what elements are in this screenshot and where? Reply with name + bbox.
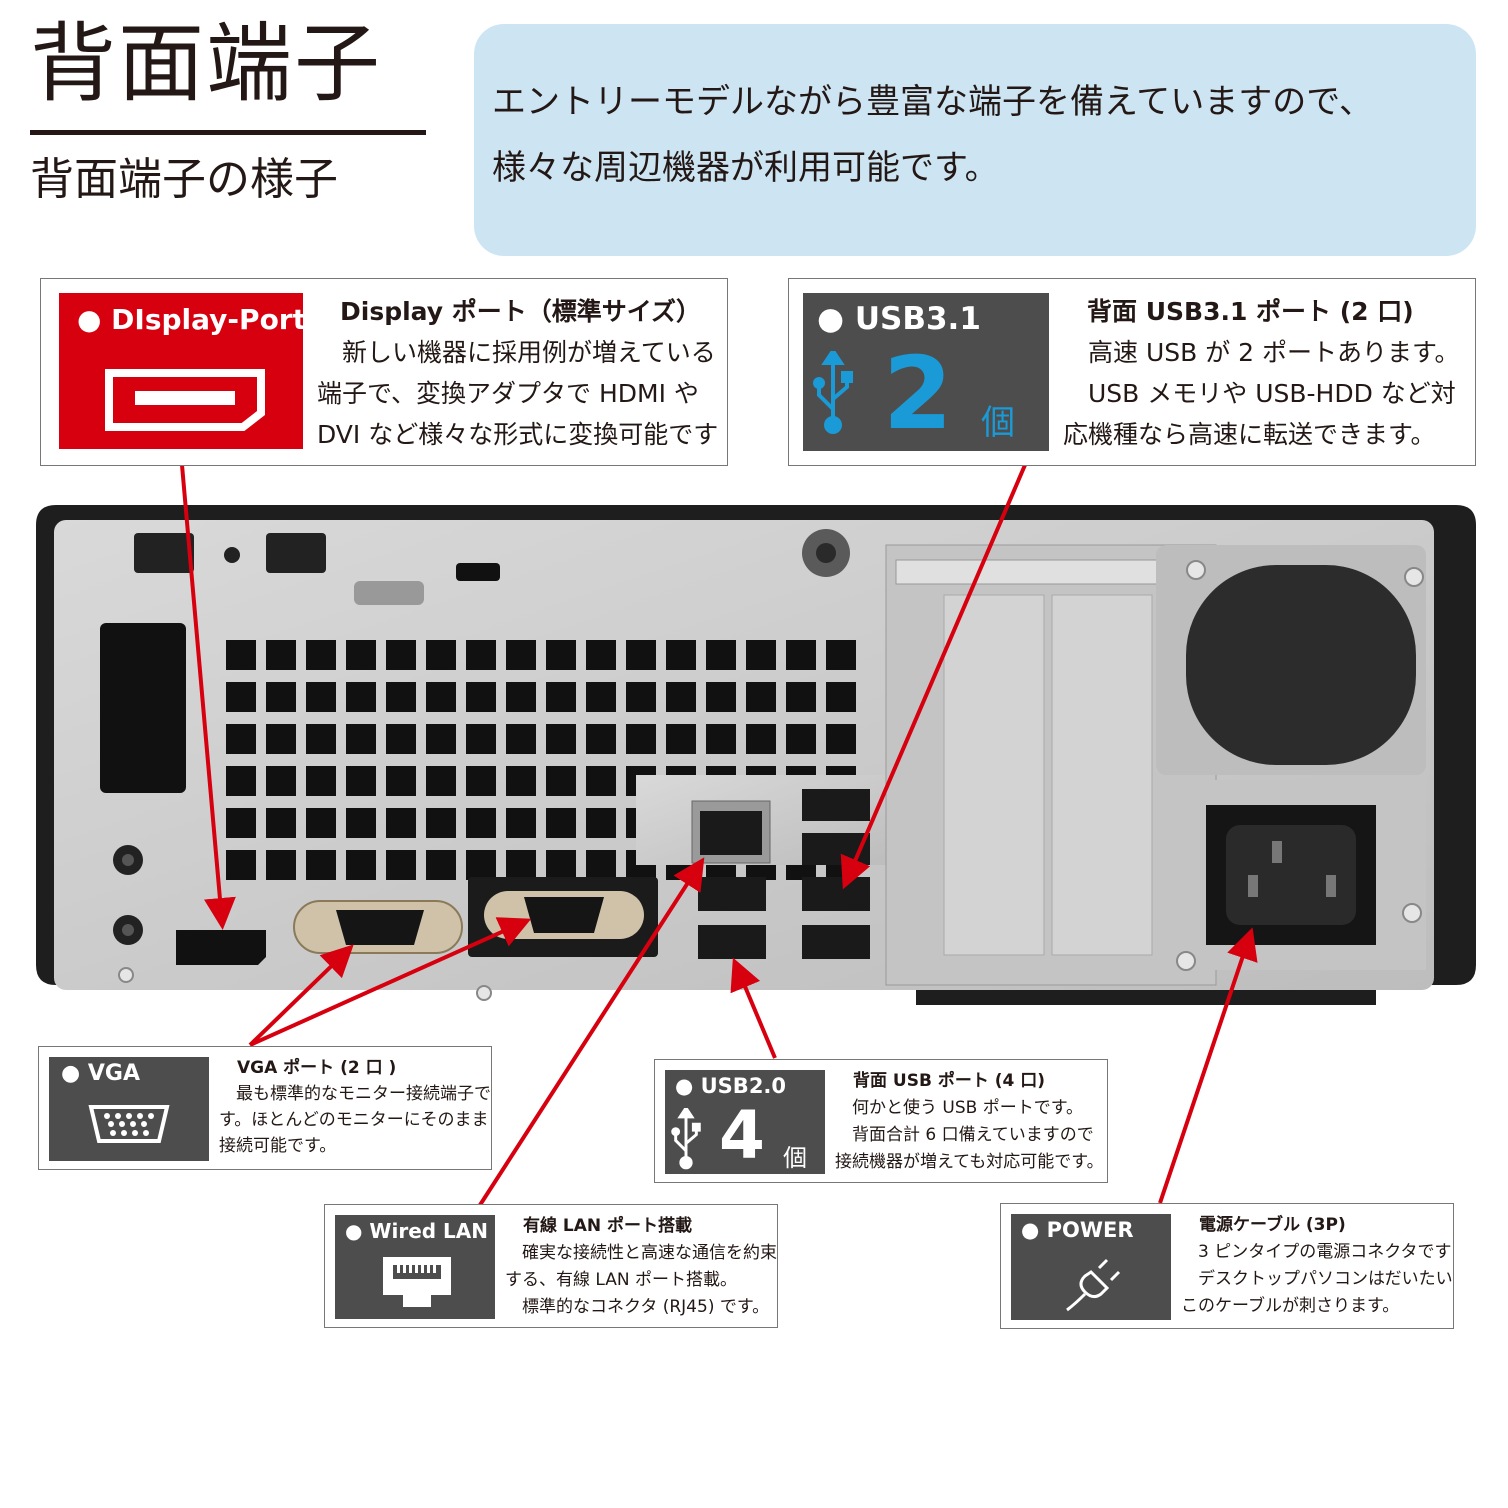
usb31-unit: 個 xyxy=(981,403,1015,443)
arrow-lan xyxy=(478,857,705,1207)
intro-banner: エントリーモデルながら豊富な端子を備えていますので、 様々な周辺機器が利用可能で… xyxy=(474,24,1476,256)
displayport-badge-label: ● DIsplay-Port xyxy=(77,303,307,336)
arrow-vga-1 xyxy=(248,944,354,1047)
lan-description: 有線 LAN ポート搭載 確実な接続性と高速な通信を約束 する、有線 LAN ポ… xyxy=(505,1213,777,1321)
arrow-usb31 xyxy=(840,464,1027,890)
usb-icon xyxy=(813,351,853,434)
callout-usb31: ● USB3.1 2 個 背面 USB3.1 ポート (2 口) 高速 USB … xyxy=(788,278,1476,466)
vga-line-1: 最も標準的なモニター接続端子で xyxy=(219,1084,491,1104)
lan-badge-label: ● Wired LAN xyxy=(345,1219,488,1243)
vga-description: VGA ポート (2 口 ) 最も標準的なモニター接続端子で す。ほとんどのモニ… xyxy=(219,1055,491,1159)
arrow-displayport xyxy=(180,464,236,930)
displayport-line-3: DVI など様々な形式に変換可能です xyxy=(317,420,719,449)
intro-line-1: エントリーモデルながら豊富な端子を備えていますので、 xyxy=(492,82,1373,122)
usb20-badge-label: ● USB2.0 xyxy=(675,1074,787,1098)
arrow-vga-2 xyxy=(249,917,532,1047)
power-line-1: 3 ピンタイプの電源コネクタです xyxy=(1181,1242,1452,1262)
usb20-unit: 個 xyxy=(783,1144,807,1172)
usb20-line-2: 背面合計 6 口備えていますので xyxy=(835,1125,1094,1145)
usb20-heading: 背面 USB ポート (4 口) xyxy=(853,1071,1046,1091)
lan-line-1: 確実な接続性と高速な通信を約束 xyxy=(505,1243,777,1263)
usb31-line-2: USB メモリや USB-HDD など対 xyxy=(1063,379,1456,408)
usb31-line-3: 応機種なら高速に転送できます。 xyxy=(1063,420,1436,449)
ethernet-icon xyxy=(383,1257,451,1307)
intro-line-2: 様々な周辺機器が利用可能です。 xyxy=(492,148,999,188)
lan-line-3: 標準的なコネクタ (RJ45) です。 xyxy=(505,1297,770,1317)
usb20-line-3: 接続機器が増えても対応可能です。 xyxy=(835,1152,1104,1172)
usb31-count: 2 xyxy=(883,335,953,452)
page-subtitle: 背面端子の様子 xyxy=(30,154,338,205)
callout-lan: ● Wired LAN 有線 LAN ポート搭載 確実な接続性と高速な通信を約束… xyxy=(324,1204,778,1328)
usb20-count: 4 xyxy=(719,1097,765,1174)
callout-vga: ● VGA VGA ポート (2 口 ) 最も標準的なモニター接続端子で す。ほ… xyxy=(38,1046,492,1170)
displayport-heading: Display ポート（標準サイズ） xyxy=(340,297,702,326)
page-title: 背面端子 xyxy=(30,14,382,114)
displayport-icon xyxy=(105,369,265,431)
power-plug-icon xyxy=(1066,1258,1121,1312)
lan-line-2: する、有線 LAN ポート搭載。 xyxy=(505,1270,738,1290)
usb31-badge: ● USB3.1 2 個 xyxy=(803,293,1049,451)
pc-rear-panel xyxy=(36,505,1476,1005)
power-description: 電源ケーブル (3P) 3 ピンタイプの電源コネクタです デスクトップパソコンは… xyxy=(1181,1212,1453,1320)
usb20-badge: ● USB2.0 4 個 xyxy=(665,1070,825,1174)
lan-badge: ● Wired LAN xyxy=(335,1215,495,1319)
power-badge-label: ● POWER xyxy=(1021,1218,1134,1242)
displayport-badge: ● DIsplay-Port xyxy=(59,293,307,449)
title-underline xyxy=(30,130,426,135)
power-line-2: デスクトップパソコンはだいたい xyxy=(1181,1269,1453,1289)
power-line-3: このケーブルが刺さります。 xyxy=(1181,1296,1400,1316)
usb20-line-1: 何かと使う USB ポートです。 xyxy=(835,1098,1084,1118)
usb31-line-1: 高速 USB が 2 ポートあります。 xyxy=(1063,338,1460,367)
displayport-line-1: 新しい機器に採用例が増えている xyxy=(317,338,716,367)
vga-line-2: す。ほとんどのモニターにそのまま xyxy=(219,1110,489,1130)
usb31-badge-label: ● USB3.1 xyxy=(817,301,981,337)
arrow-usb20 xyxy=(730,957,777,1059)
usb20-description: 背面 USB ポート (4 口) 何かと使う USB ポートです。 背面合計 6… xyxy=(835,1068,1104,1176)
usb31-heading: 背面 USB3.1 ポート (2 口) xyxy=(1087,297,1414,326)
usb-icon xyxy=(671,1108,701,1170)
power-badge: ● POWER xyxy=(1011,1214,1171,1320)
vga-badge-label: ● VGA xyxy=(61,1061,140,1086)
vga-line-3: 接続可能です。 xyxy=(219,1136,337,1156)
displayport-line-2: 端子で、変換アダプタで HDMI や xyxy=(317,379,699,408)
lan-heading: 有線 LAN ポート搭載 xyxy=(523,1216,693,1236)
vga-heading: VGA ポート (2 口 ) xyxy=(237,1058,397,1078)
callout-usb20: ● USB2.0 4 個 背面 USB ポート (4 口) 何かと使う USB … xyxy=(654,1059,1108,1183)
vga-badge: ● VGA xyxy=(49,1057,209,1161)
callout-power: ● POWER 電源ケーブル (3P) 3 ピンタイプの電源コネクタです デスク… xyxy=(1000,1203,1454,1329)
usb31-description: 背面 USB3.1 ポート (2 口) 高速 USB が 2 ポートあります。 … xyxy=(1063,291,1460,455)
callout-displayport: ● DIsplay-Port Display ポート（標準サイズ） 新しい機器に… xyxy=(40,278,728,466)
displayport-description: Display ポート（標準サイズ） 新しい機器に採用例が増えている 端子で、変… xyxy=(317,291,718,455)
arrow-power xyxy=(1158,927,1258,1204)
vga-icon xyxy=(88,1105,170,1143)
power-heading: 電源ケーブル (3P) xyxy=(1199,1215,1346,1235)
